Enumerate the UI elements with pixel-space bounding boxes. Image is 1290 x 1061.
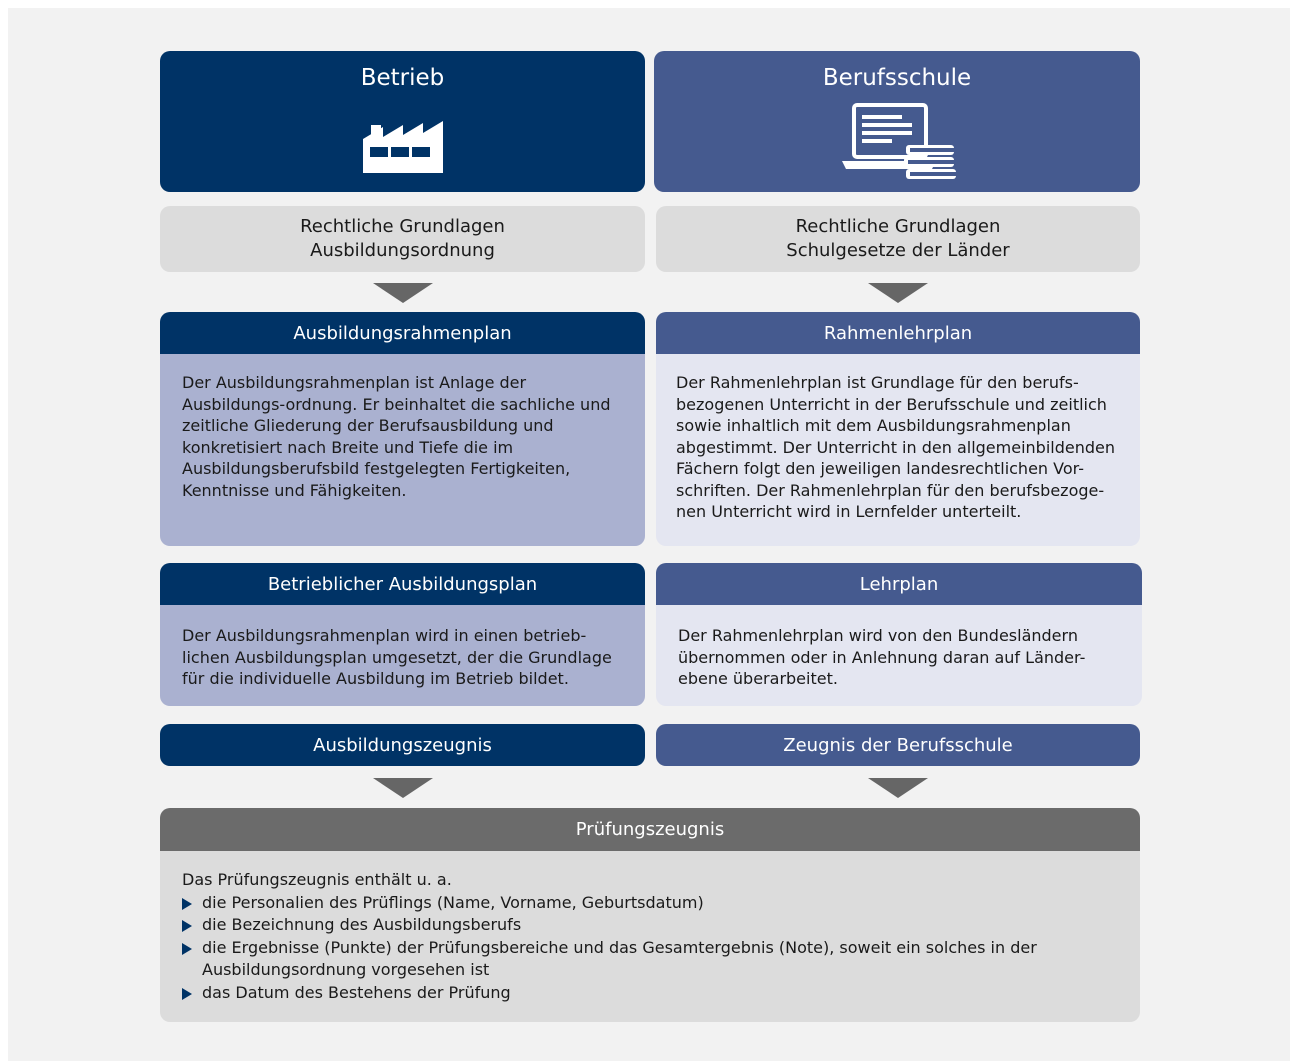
betrieblicher-ausbildungsplan-panel: Der Ausbildungsrahmenplan wird in einen … [160, 605, 645, 706]
ausbildungsrahmenplan-text: Der Ausbildungsrahmenplan ist Anlage der… [182, 373, 611, 500]
arrow-down-icon [373, 778, 433, 798]
arrow-down-icon [868, 778, 928, 798]
ausbildungszeugnis-bar: Ausbildungszeugnis [160, 724, 645, 766]
betrieb-header: Betrieb [160, 51, 645, 192]
berufsschule-title: Berufsschule [822, 65, 972, 91]
pruefungszeugnis-title: Prüfungszeugnis [160, 808, 1140, 851]
betrieb-title: Betrieb [360, 65, 445, 91]
arrow-down-icon [868, 283, 928, 303]
bullet-triangle-icon [182, 920, 192, 932]
list-item: die Personalien des Prüflings (Name, Vor… [182, 892, 1042, 915]
legal-heading: Rechtliche Grundlagen [795, 216, 1001, 237]
betrieblicher-ausbildungsplan-title: Betrieblicher Ausbildungsplan [160, 563, 645, 605]
bullet-triangle-icon [182, 987, 192, 1000]
betrieb-legal-basis: Rechtliche Grundlagen Ausbildungsordnung [160, 206, 645, 272]
lehrplan-text: Der Rahmenlehrplan wird von den Bundeslä… [678, 626, 1086, 688]
pruefungszeugnis-intro: Das Prüfungszeugnis enthält u. a. [182, 870, 452, 889]
ausbildungsrahmenplan-panel: Der Ausbildungsrahmenplan ist Anlage der… [160, 354, 645, 546]
list-item: die Ergebnisse (Punkte) der Prüfungsbere… [182, 937, 1042, 982]
lehrplan-panel: Der Rahmenlehrplan wird von den Bundeslä… [656, 605, 1142, 706]
pruefungszeugnis-list: die Personalien des Prüflings (Name, Vor… [182, 892, 1042, 1005]
list-item: das Datum des Bestehens der Prüfung [182, 982, 1042, 1005]
laptop-books-icon [842, 103, 956, 179]
berufsschule-header: Berufsschule [654, 51, 1140, 192]
rahmenlehrplan-text: Der Rahmenlehrplan ist Grundlage für den… [676, 373, 1115, 521]
bullet-triangle-icon [182, 897, 192, 910]
ausbildungsrahmenplan-title: Ausbildungsrahmenplan [160, 312, 645, 354]
legal-source: Schulgesetze der Länder [786, 240, 1010, 261]
factory-icon [362, 121, 443, 173]
rahmenlehrplan-title: Rahmenlehrplan [656, 312, 1140, 354]
legal-heading: Rechtliche Grundlagen [300, 216, 505, 237]
list-item: die Bezeichnung des Ausbildungsberufs [182, 914, 1042, 937]
rahmenlehrplan-panel: Der Rahmenlehrplan ist Grundlage für den… [656, 354, 1140, 546]
pruefungszeugnis-panel: Das Prüfungszeugnis enthält u. a. die Pe… [160, 851, 1140, 1022]
berufsschule-legal-basis: Rechtliche Grundlagen Schulgesetze der L… [656, 206, 1140, 272]
betrieblicher-ausbildungsplan-text: Der Ausbildungsrahmenplan wird in einen … [182, 626, 612, 688]
arrow-down-icon [373, 283, 433, 303]
lehrplan-title: Lehrplan [656, 563, 1142, 605]
berufsschule-zeugnis-bar: Zeugnis der Berufsschule [656, 724, 1140, 766]
legal-source: Ausbildungsordnung [310, 240, 495, 261]
bullet-triangle-icon [182, 942, 192, 955]
